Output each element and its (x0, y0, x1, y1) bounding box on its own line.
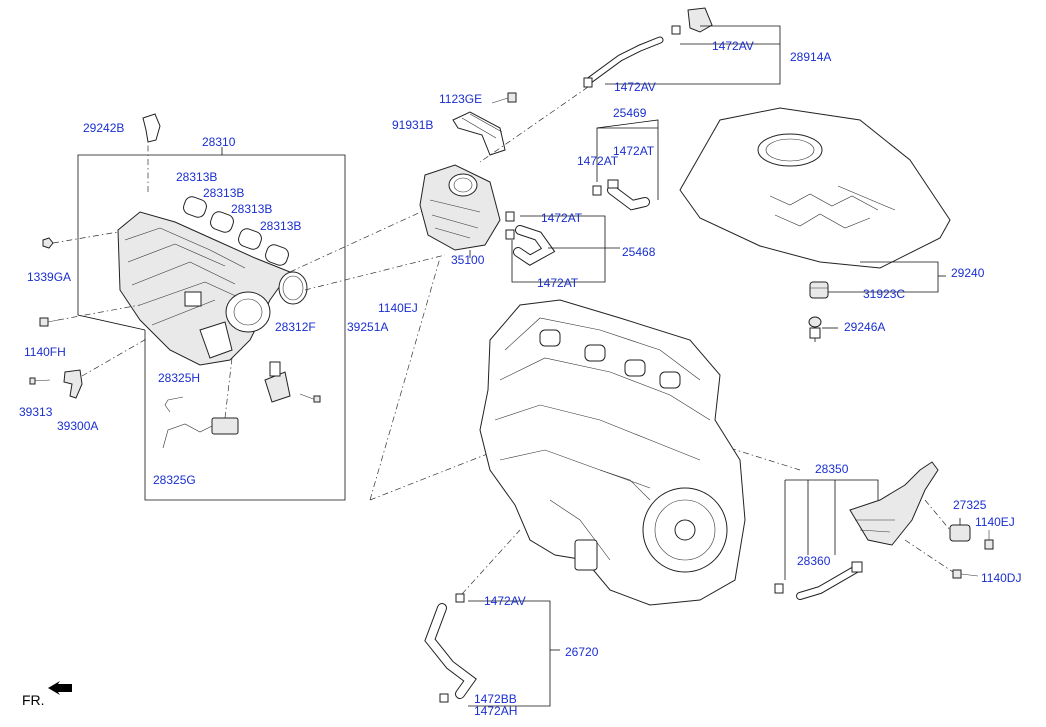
manifold-gaskets[interactable] (182, 195, 291, 267)
stud-29246a[interactable] (808, 316, 838, 342)
engine-cover[interactable] (679, 107, 951, 269)
label-25468[interactable]: 25468 (622, 245, 656, 259)
throttle-gasket[interactable] (278, 271, 308, 305)
label-28313b-3[interactable]: 28313B (231, 202, 273, 216)
bolt-1140fh[interactable] (39, 304, 141, 327)
label-1472bb[interactable]: 1472BB (474, 692, 517, 706)
hose-25469[interactable] (592, 179, 650, 211)
label-1472at-d[interactable]: 1472AT (537, 276, 579, 290)
label-1140fh[interactable]: 1140FH (24, 345, 66, 359)
temp-sensor-27325[interactable] (904, 499, 994, 579)
label-28325g[interactable]: 28325G (153, 473, 196, 487)
label-28350[interactable]: 28350 (815, 462, 849, 476)
label-1472av-mid[interactable]: 1472AV (614, 80, 656, 94)
label-28325h[interactable]: 28325H (158, 371, 201, 385)
label-1472av-bot[interactable]: 1472AV (484, 594, 526, 608)
label-1140dj[interactable]: 1140DJ (981, 571, 1022, 585)
label-39251a[interactable]: 39251A (347, 320, 389, 334)
sensor-39300a[interactable] (29, 337, 149, 399)
label-29246a[interactable]: 29246A (844, 320, 886, 334)
label-28313b-2[interactable]: 28313B (203, 186, 245, 200)
manifold-frame (77, 147, 346, 501)
label-26720[interactable]: 26720 (565, 645, 599, 659)
label-28360[interactable]: 28360 (797, 554, 831, 568)
pcv-hose-assembly[interactable] (479, 7, 713, 163)
label-28914a[interactable]: 28914A (790, 50, 832, 64)
label-1123ge[interactable]: 1123GE (439, 92, 483, 106)
bracket-29242b[interactable] (142, 113, 161, 143)
label-28312f[interactable]: 28312F (275, 320, 316, 334)
map-sensor[interactable] (264, 361, 321, 403)
label-1472at-c[interactable]: 1472AT (541, 211, 583, 225)
front-arrow-icon (48, 681, 72, 695)
label-31923c[interactable]: 31923C (863, 287, 906, 301)
hose-26720[interactable] (424, 529, 521, 703)
engine-block (479, 299, 746, 606)
label-27325[interactable]: 27325 (953, 498, 987, 512)
label-91931b[interactable]: 91931B (392, 118, 434, 132)
label-35100[interactable]: 35100 (451, 253, 485, 267)
label-25469[interactable]: 25469 (613, 106, 647, 120)
throttle-body[interactable] (419, 164, 501, 258)
label-28310[interactable]: 28310 (202, 135, 236, 149)
label-29242b[interactable]: 29242B (83, 121, 125, 135)
label-39313[interactable]: 39313 (19, 405, 53, 419)
label-1472at-a[interactable]: 1472AT (613, 144, 655, 158)
label-28313b-1[interactable]: 28313B (176, 170, 218, 184)
grommet-31923c[interactable] (809, 281, 829, 299)
front-direction-label: FR. (22, 692, 45, 708)
label-1472at-b[interactable]: 1472AT (577, 154, 619, 168)
bolt-1339ga[interactable] (42, 231, 119, 249)
label-28313b-4[interactable]: 28313B (260, 219, 302, 233)
harness-bracket[interactable] (452, 111, 506, 156)
purge-hoses[interactable] (162, 357, 239, 449)
label-29240[interactable]: 29240 (951, 266, 985, 280)
bolt-1123ge[interactable] (491, 92, 517, 104)
label-1472av-top[interactable]: 1472AV (712, 39, 754, 53)
label-39300a[interactable]: 39300A (57, 419, 99, 433)
label-1472ah[interactable]: 1472AH (474, 704, 518, 718)
intake-manifold[interactable] (117, 211, 291, 366)
hose-25468[interactable] (505, 211, 556, 266)
label-1339ga[interactable]: 1339GA (27, 270, 72, 284)
label-1140ej-a[interactable]: 1140EJ (378, 301, 418, 315)
label-1140ej-b[interactable]: 1140EJ (975, 515, 1015, 529)
water-pipe-28350[interactable] (774, 461, 939, 600)
